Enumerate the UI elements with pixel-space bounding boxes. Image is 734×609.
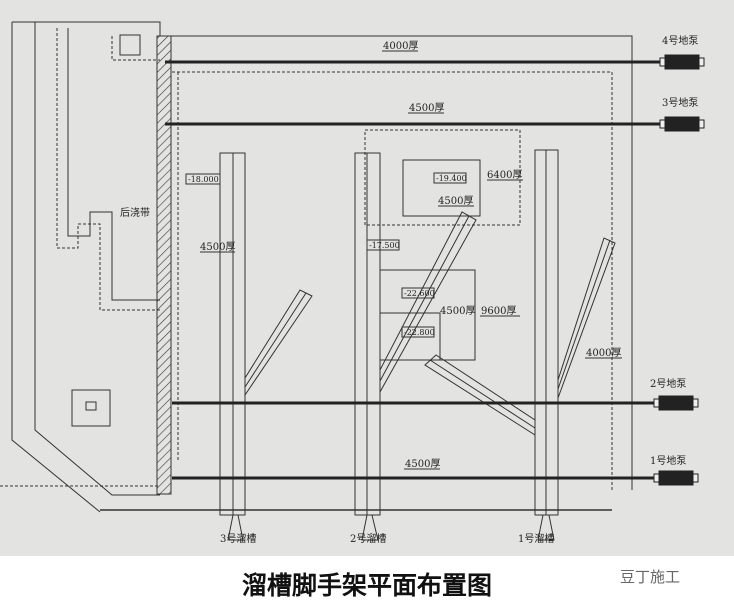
pump-label: 1号地泵 [650,454,686,467]
chute-3-column [219,152,246,541]
pit-box [402,159,481,217]
chute-label: 2号溜槽 [350,532,386,545]
thickness-label: 4500厚 [440,305,475,317]
pump-label: 2号地泵 [650,377,686,390]
pump-2-icon [653,395,699,411]
outer-boundary-left [11,22,101,513]
thickness-label: 4500厚 [438,195,473,207]
chute-label: 3号溜槽 [220,532,256,545]
figure-caption: 溜槽脚手架平面布置图 [241,571,492,600]
watermark: 豆丁施工 [620,568,681,586]
chute-label: 1号溜槽 [518,532,554,545]
column-square [119,34,141,56]
pump-label: 3号地泵 [662,96,698,109]
elevation-label: -17.500 [369,241,400,250]
thickness-label: 9600厚 [481,305,516,317]
diagonal-chute [379,211,477,394]
diagonal-chute [424,354,536,436]
chute-1-column [534,149,559,541]
pump-1-icon [653,470,699,486]
diagonal-chute [244,289,313,397]
thickness-label: 4000厚 [383,40,418,52]
thickness-label: 4000厚 [586,347,621,359]
pump-3-icon [659,116,705,132]
thickness-label: 6400厚 [487,169,522,181]
diagonal-chute [557,237,616,399]
thickness-label: 4500厚 [405,458,440,470]
pump-4-icon [659,54,705,70]
elevation-label: -19.400 [436,174,467,183]
column-square [71,389,111,427]
elevation-label: -22.600 [404,289,435,298]
thickness-label: 4500厚 [409,102,444,114]
post-pour-strip-label: 后浇带 [120,206,150,219]
thickness-label: 4500厚 [200,241,235,253]
pump-label: 4号地泵 [662,34,698,47]
elevation-label: -22.800 [404,328,435,337]
post-pour-strip [156,35,172,495]
elevation-label: -18.000 [188,175,219,184]
chute-2-column [354,152,381,541]
